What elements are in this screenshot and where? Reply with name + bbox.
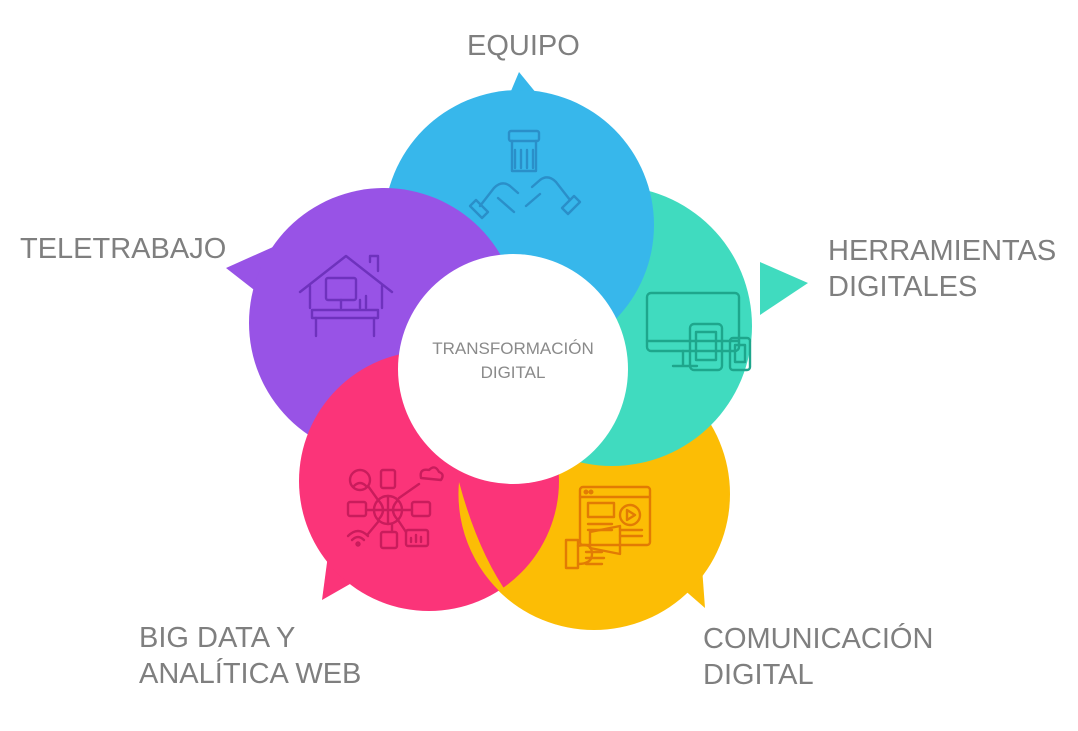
label-comunicacion-line2: DIGITAL <box>703 659 814 691</box>
center-title: TRANSFORMACIÓN DIGITAL <box>400 337 626 385</box>
label-comunicacion: COMUNICACIÓN DIGITAL <box>703 621 933 693</box>
home-office-icon <box>298 254 394 338</box>
label-teletrabajo: TELETRABAJO <box>20 231 226 267</box>
label-bigdata-line1: BIG DATA Y <box>139 622 296 654</box>
label-comunicacion-line1: COMUNICACIÓN <box>703 623 934 655</box>
label-teletrabajo-line: TELETRABAJO <box>20 233 227 265</box>
hands-team-icon <box>468 129 582 220</box>
data-network-icon <box>346 466 444 550</box>
label-bigdata-line2: ANALÍTICA WEB <box>139 658 362 690</box>
video-marketing-icon <box>564 485 652 570</box>
label-herramientas-line1: HERRAMIENTAS <box>828 235 1057 267</box>
label-herramientas: HERRAMIENTAS DIGITALES <box>828 233 1056 305</box>
tail-herramientas <box>760 262 808 315</box>
bubble-comunicacion-overlap <box>458 482 516 605</box>
label-equipo-line: EQUIPO <box>467 30 580 62</box>
center-circle <box>398 254 628 484</box>
center-title-line1: TRANSFORMACIÓN <box>432 339 594 358</box>
center-title-line2: DIGITAL <box>480 363 546 382</box>
label-bigdata: BIG DATA Y ANALÍTICA WEB <box>139 620 361 692</box>
label-equipo: EQUIPO <box>467 28 580 64</box>
label-herramientas-line2: DIGITALES <box>828 271 978 303</box>
devices-icon <box>645 291 752 372</box>
